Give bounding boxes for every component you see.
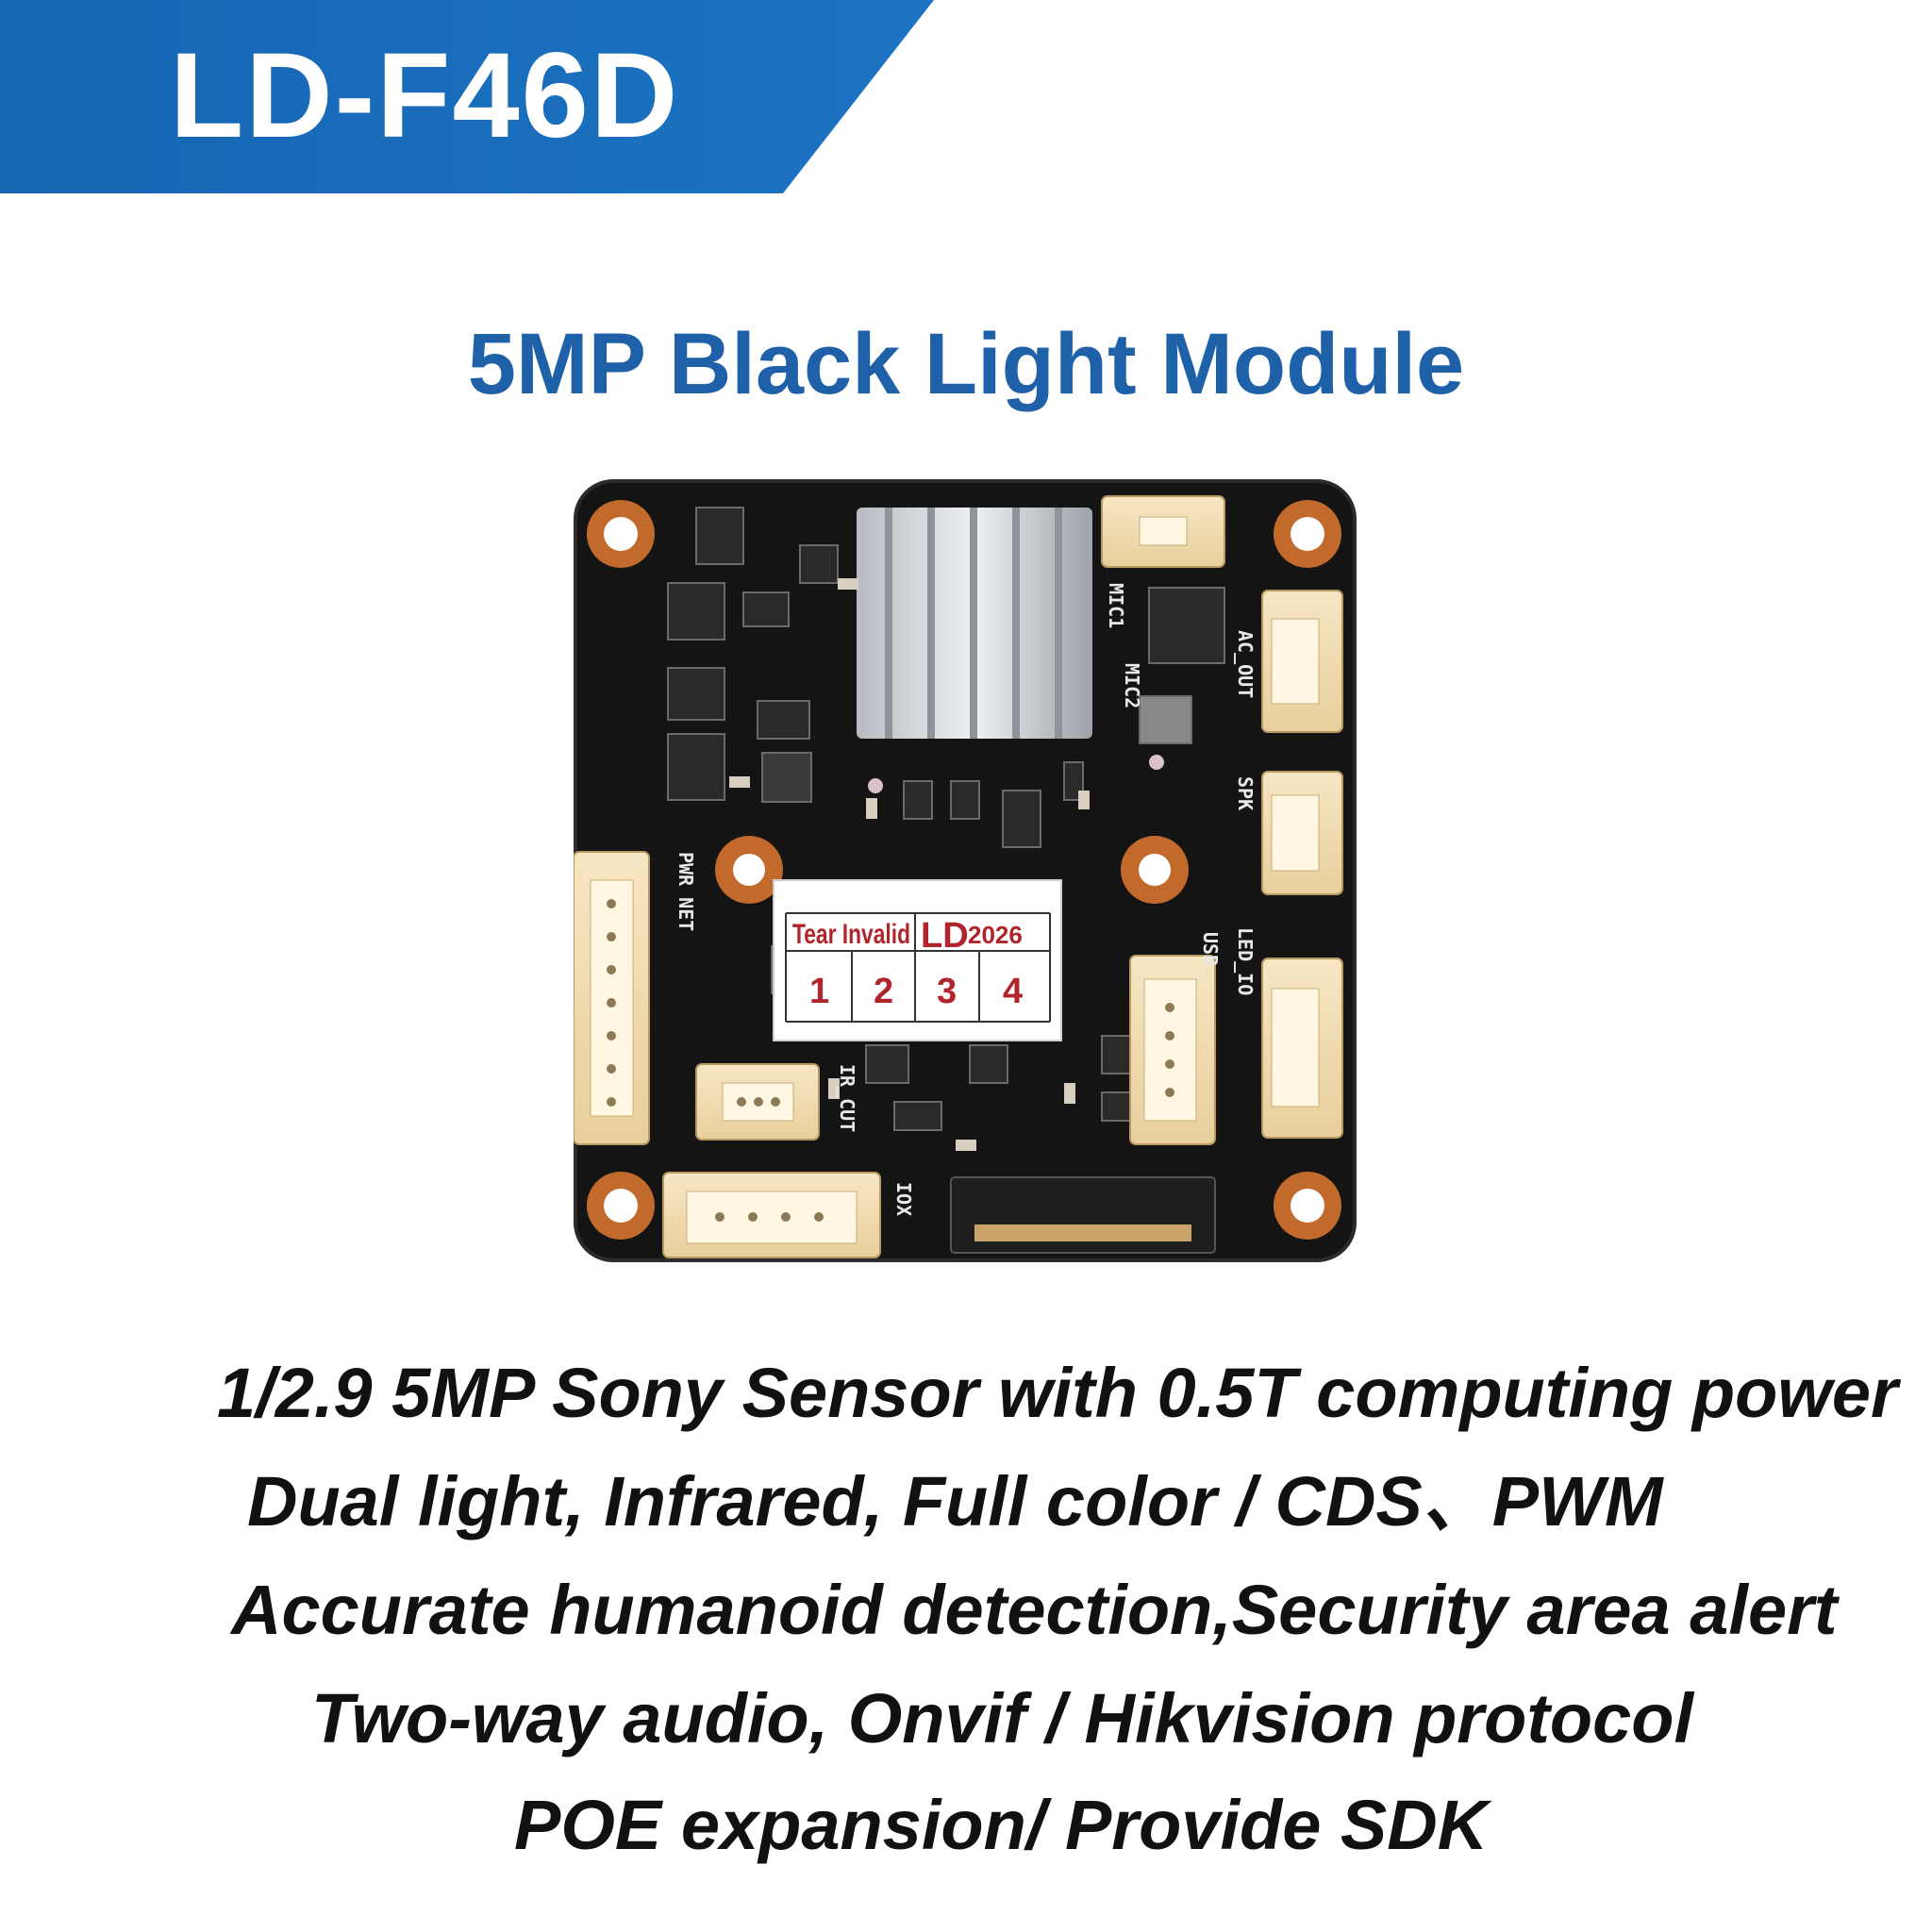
top-connector xyxy=(1101,495,1225,568)
mounting-holes xyxy=(587,500,1341,1240)
warranty-sticker: Tear Invalid LD 2026 1 2 3 4 xyxy=(773,879,1062,1041)
pcb-illustration: PWR NET MIC1 MIC2 AC_OUT SPK LED_IO USB … xyxy=(573,479,1357,1262)
feature-item-audio: Two-way audio, Onvif / Hikvision protoco… xyxy=(311,1679,1694,1757)
camera-module-board: PWR NET MIC1 MIC2 AC_OUT SPK LED_IO USB … xyxy=(573,479,1357,1267)
sticker-number-2: 2 xyxy=(874,972,893,1011)
label-spk: SPK xyxy=(1234,776,1257,810)
model-title: LD-F46D xyxy=(170,28,680,163)
feature-item-light: Dual light, Infrared, Full color / CDS、P… xyxy=(247,1462,1663,1541)
label-mic1: MIC1 xyxy=(1105,583,1127,628)
sticker-number-3: 3 xyxy=(937,972,957,1011)
sticker-number-1: 1 xyxy=(809,972,829,1011)
heat-sink xyxy=(857,508,1092,739)
label-usb: USB xyxy=(1199,932,1222,966)
label-pwr-net: PWR NET xyxy=(675,852,697,931)
ir-cut-connector xyxy=(695,1063,820,1141)
feature-item-sensor: 1/2.9 5MP Sony Sensor with 0.5T computin… xyxy=(217,1354,1898,1432)
label-led-io: LED_IO xyxy=(1234,927,1257,995)
right-connectors xyxy=(1261,590,1343,1139)
left-connector xyxy=(573,851,650,1145)
label-ac-out: AC_OUT xyxy=(1234,630,1257,698)
header-banner: LD-F46D xyxy=(0,0,1932,198)
banner-shape xyxy=(0,0,934,193)
sticker-year: 2026 xyxy=(968,921,1023,949)
sticker-brand: LD xyxy=(921,916,969,956)
silkscreen-labels: PWR NET MIC1 MIC2 AC_OUT SPK LED_IO USB … xyxy=(675,583,1257,1216)
product-title: 5MP Black Light Module xyxy=(0,321,1932,408)
capacitors xyxy=(729,578,1090,1151)
feature-item-poe: POE expansion/ Provide SDK xyxy=(514,1786,1489,1864)
fpc-connector xyxy=(950,1176,1216,1254)
iox-connector xyxy=(662,1172,881,1258)
label-mic2: MIC2 xyxy=(1121,663,1143,708)
product-title-text: 5MP Black Light Module xyxy=(467,316,1465,412)
feature-item-detection: Accurate humanoid detection,Security are… xyxy=(231,1571,1838,1649)
sticker-number-4: 4 xyxy=(1003,972,1023,1011)
label-ir-cut: IR_CUT xyxy=(836,1064,858,1132)
label-iox: IOX xyxy=(892,1182,915,1216)
sticker-text: Tear Invalid xyxy=(792,919,910,950)
usb-connector xyxy=(1129,955,1216,1145)
